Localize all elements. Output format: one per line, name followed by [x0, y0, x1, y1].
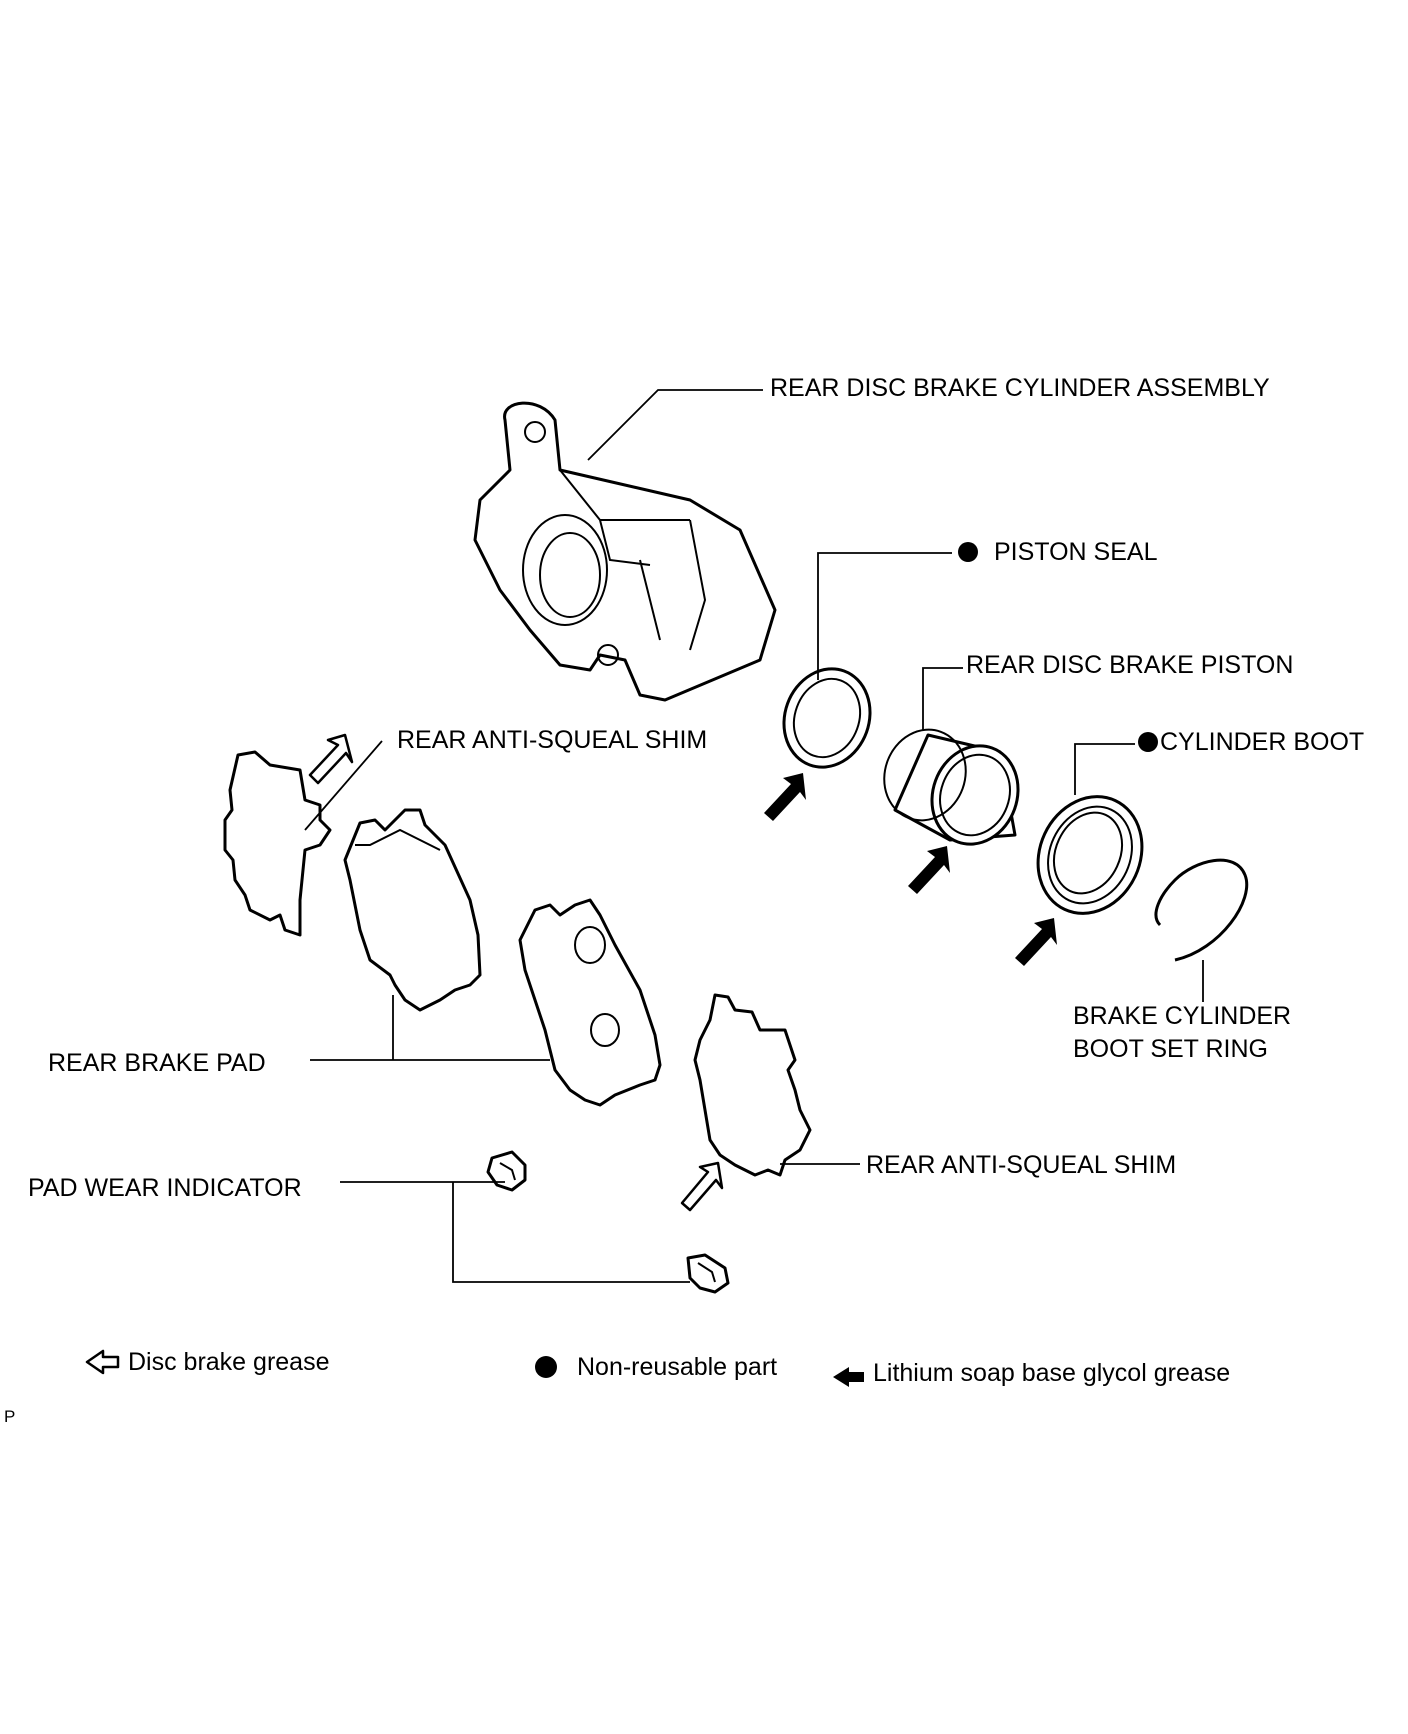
legend-disc-brake-grease: Disc brake grease — [128, 1348, 330, 1376]
label-cylinder-boot: CYLINDER BOOT — [1138, 727, 1364, 758]
legend-lithium-grease: Lithium soap base glycol grease — [873, 1359, 1231, 1387]
legend-lithium-grease-icon — [833, 1367, 864, 1387]
legend-non-reusable: Non-reusable part — [535, 1352, 777, 1383]
disc-brake-grease-arrow-lower-icon — [680, 1161, 724, 1212]
brake-pad-right-drawing — [518, 898, 662, 1107]
disc-brake-grease-arrow-upper-icon — [308, 733, 354, 785]
non-reusable-marker-icon — [958, 542, 978, 562]
pad-wear-indicator-lower-drawing — [686, 1253, 730, 1294]
lower-shim-drawing — [693, 993, 812, 1177]
pad-wear-indicator-upper-drawing — [486, 1150, 527, 1192]
legend-disc-brake-grease-icon — [85, 1349, 120, 1375]
legend-non-reusable-icon — [535, 1356, 557, 1378]
brake-pad-left-drawing — [343, 808, 482, 1012]
label-pad-wear-indicator: PAD WEAR INDICATOR — [28, 1174, 302, 1202]
legend-non-reusable-text: Non-reusable part — [577, 1353, 778, 1381]
label-cylinder-assembly: REAR DISC BRAKE CYLINDER ASSEMBLY — [770, 374, 1270, 402]
lithium-grease-arrow-seal-icon — [764, 773, 806, 821]
leader-lines — [304, 389, 1204, 1283]
label-anti-squeal-shim-upper: REAR ANTI-SQUEAL SHIM — [397, 726, 708, 754]
caliper-drawing — [473, 401, 777, 702]
label-piston-seal-text: PISTON SEAL — [994, 538, 1158, 566]
label-anti-squeal-shim-lower: REAR ANTI-SQUEAL SHIM — [866, 1151, 1177, 1179]
reference-code: P — [4, 1407, 16, 1426]
non-reusable-marker-icon — [1138, 732, 1158, 752]
label-boot-set-ring: BRAKE CYLINDER BOOT SET RING — [1073, 1002, 1292, 1063]
boot-set-ring-drawing — [1154, 858, 1249, 962]
label-brake-pad: REAR BRAKE PAD — [48, 1049, 266, 1077]
cylinder-boot-drawing — [1036, 795, 1144, 915]
label-piston-seal: PISTON SEAL — [958, 537, 1158, 568]
lithium-grease-arrow-boot-icon — [1015, 918, 1057, 966]
piston-drawing — [883, 728, 1020, 846]
label-cylinder-boot-text: CYLINDER BOOT — [1160, 728, 1365, 756]
upper-shim-drawing — [223, 750, 332, 937]
lithium-grease-arrow-piston-icon — [908, 846, 950, 894]
label-piston: REAR DISC BRAKE PISTON — [966, 651, 1294, 679]
piston-seal-drawing — [782, 667, 872, 769]
